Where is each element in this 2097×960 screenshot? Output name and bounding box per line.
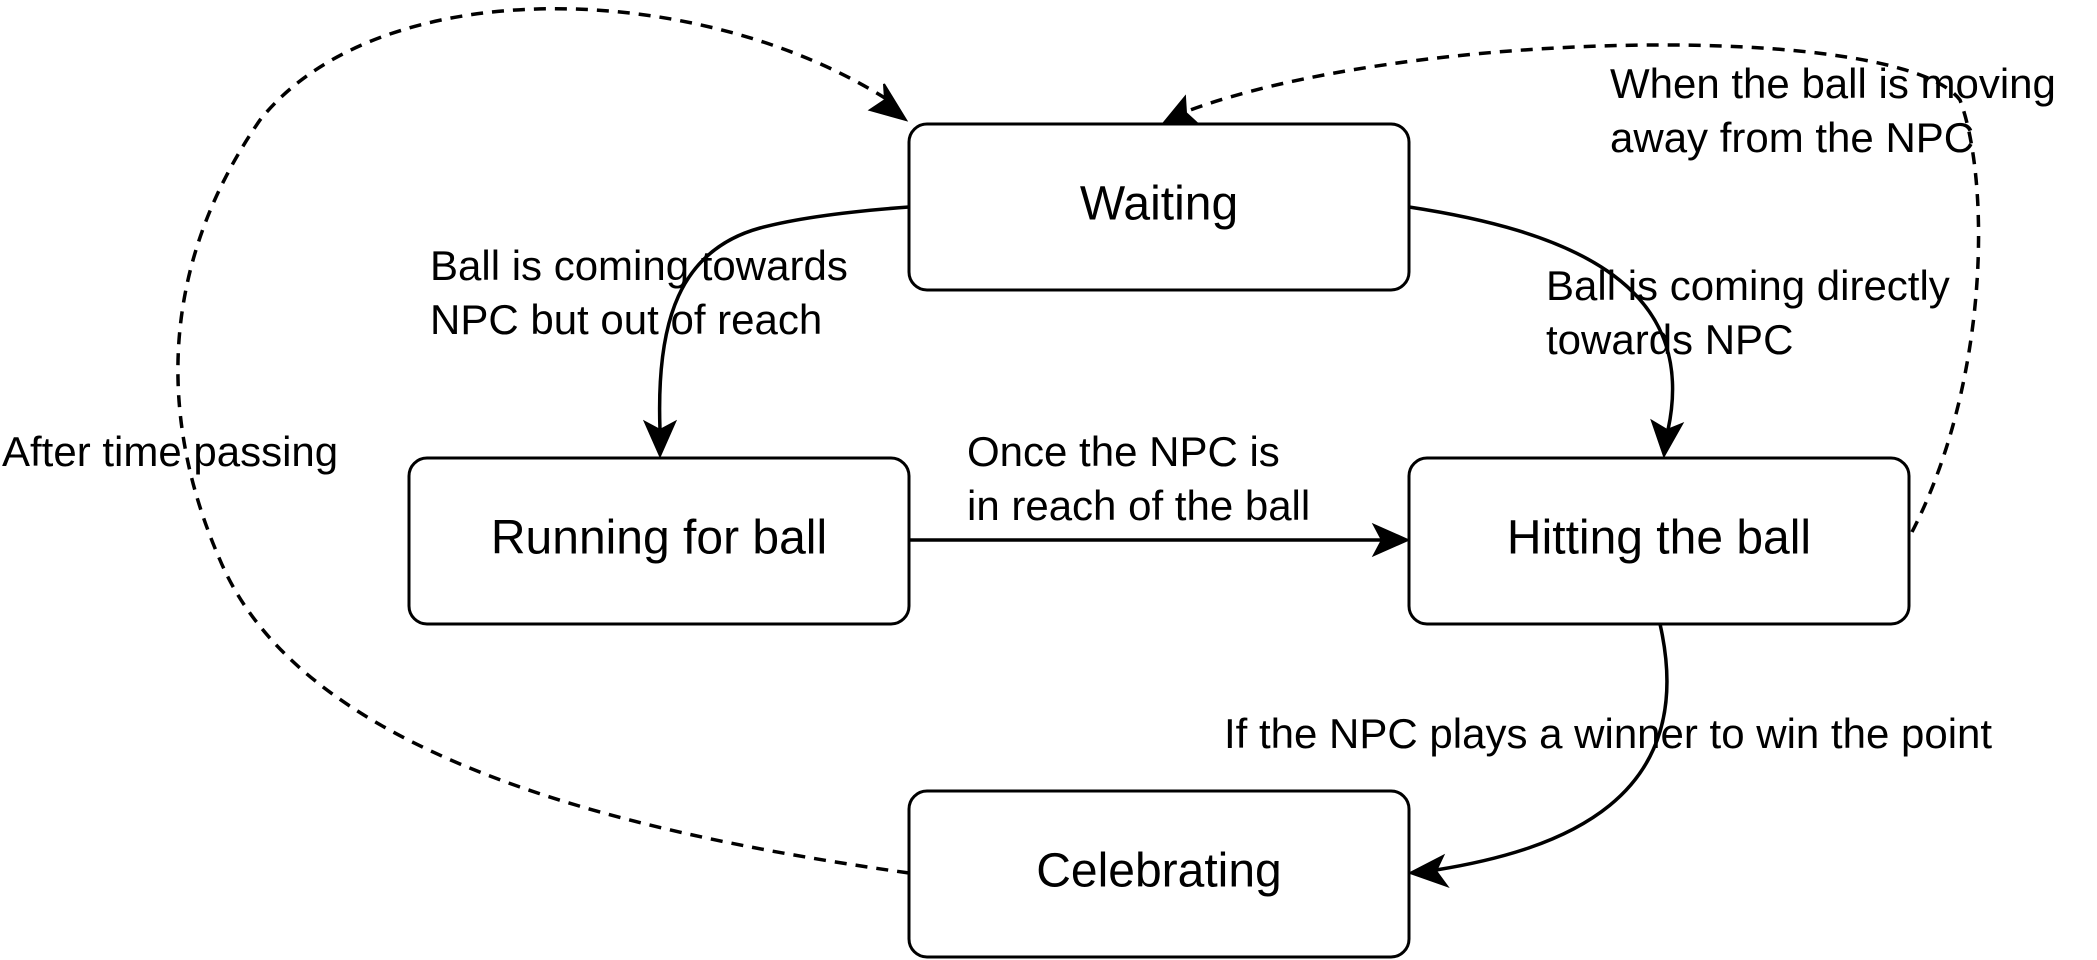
- label-running-to-hitting: Once the NPC is in reach of the ball: [967, 428, 1310, 529]
- label-hitting-to-celebrating: If the NPC plays a winner to win the poi…: [1224, 710, 1992, 757]
- state-waiting-label: Waiting: [1080, 178, 1238, 231]
- edge-waiting-to-running: [657, 205, 910, 431]
- arrowhead-running-to-hitting: [1371, 522, 1411, 558]
- state-celebrating-label: Celebrating: [1036, 845, 1281, 898]
- label-waiting-to-running: Ball is coming towards NPC but out of re…: [430, 242, 848, 343]
- edge-hitting-to-waiting: [1184, 43, 1981, 533]
- state-running-label: Running for ball: [491, 512, 827, 565]
- arrowhead-waiting-to-running: [642, 419, 678, 459]
- label-waiting-to-running-line-2: NPC but out of reach: [430, 296, 822, 343]
- label-celebrating-to-waiting: After time passing: [2, 428, 338, 475]
- label-hitting-to-waiting: When the ball is moving away from the NP…: [1610, 60, 2056, 161]
- state-celebrating: Celebrating: [907, 789, 1411, 959]
- label-running-to-hitting-line-1: Once the NPC is: [967, 428, 1280, 475]
- edge-celebrating-to-waiting: [176, 7, 910, 875]
- label-hitting-to-waiting-line-1: When the ball is moving: [1610, 60, 2056, 107]
- state-hitting-the-ball: Hitting the ball: [1407, 456, 1911, 626]
- label-waiting-to-hitting-line-1: Ball is coming directly: [1546, 262, 1950, 309]
- label-celebrating-to-waiting-line-1: After time passing: [2, 428, 338, 475]
- arrowhead-hitting-to-celebrating: [1407, 853, 1450, 889]
- label-waiting-to-hitting: Ball is coming directly towards NPC: [1546, 262, 1950, 363]
- arrowhead-waiting-to-hitting: [1650, 418, 1685, 459]
- label-waiting-to-running-line-1: Ball is coming towards: [430, 242, 848, 289]
- label-hitting-to-celebrating-line-1: If the NPC plays a winner to win the poi…: [1224, 710, 1992, 757]
- label-waiting-to-hitting-line-2: towards NPC: [1546, 316, 1793, 363]
- state-hitting-label: Hitting the ball: [1507, 512, 1811, 565]
- edge-hitting-to-celebrating: [1435, 623, 1669, 872]
- edge-waiting-to-hitting: [1408, 205, 1675, 431]
- label-running-to-hitting-line-2: in reach of the ball: [967, 482, 1310, 529]
- state-running-for-ball: Running for ball: [407, 456, 911, 626]
- arrowhead-celebrating-to-waiting: [867, 83, 909, 122]
- label-hitting-to-waiting-line-2: away from the NPC: [1610, 114, 1974, 161]
- state-waiting: Waiting: [907, 122, 1411, 292]
